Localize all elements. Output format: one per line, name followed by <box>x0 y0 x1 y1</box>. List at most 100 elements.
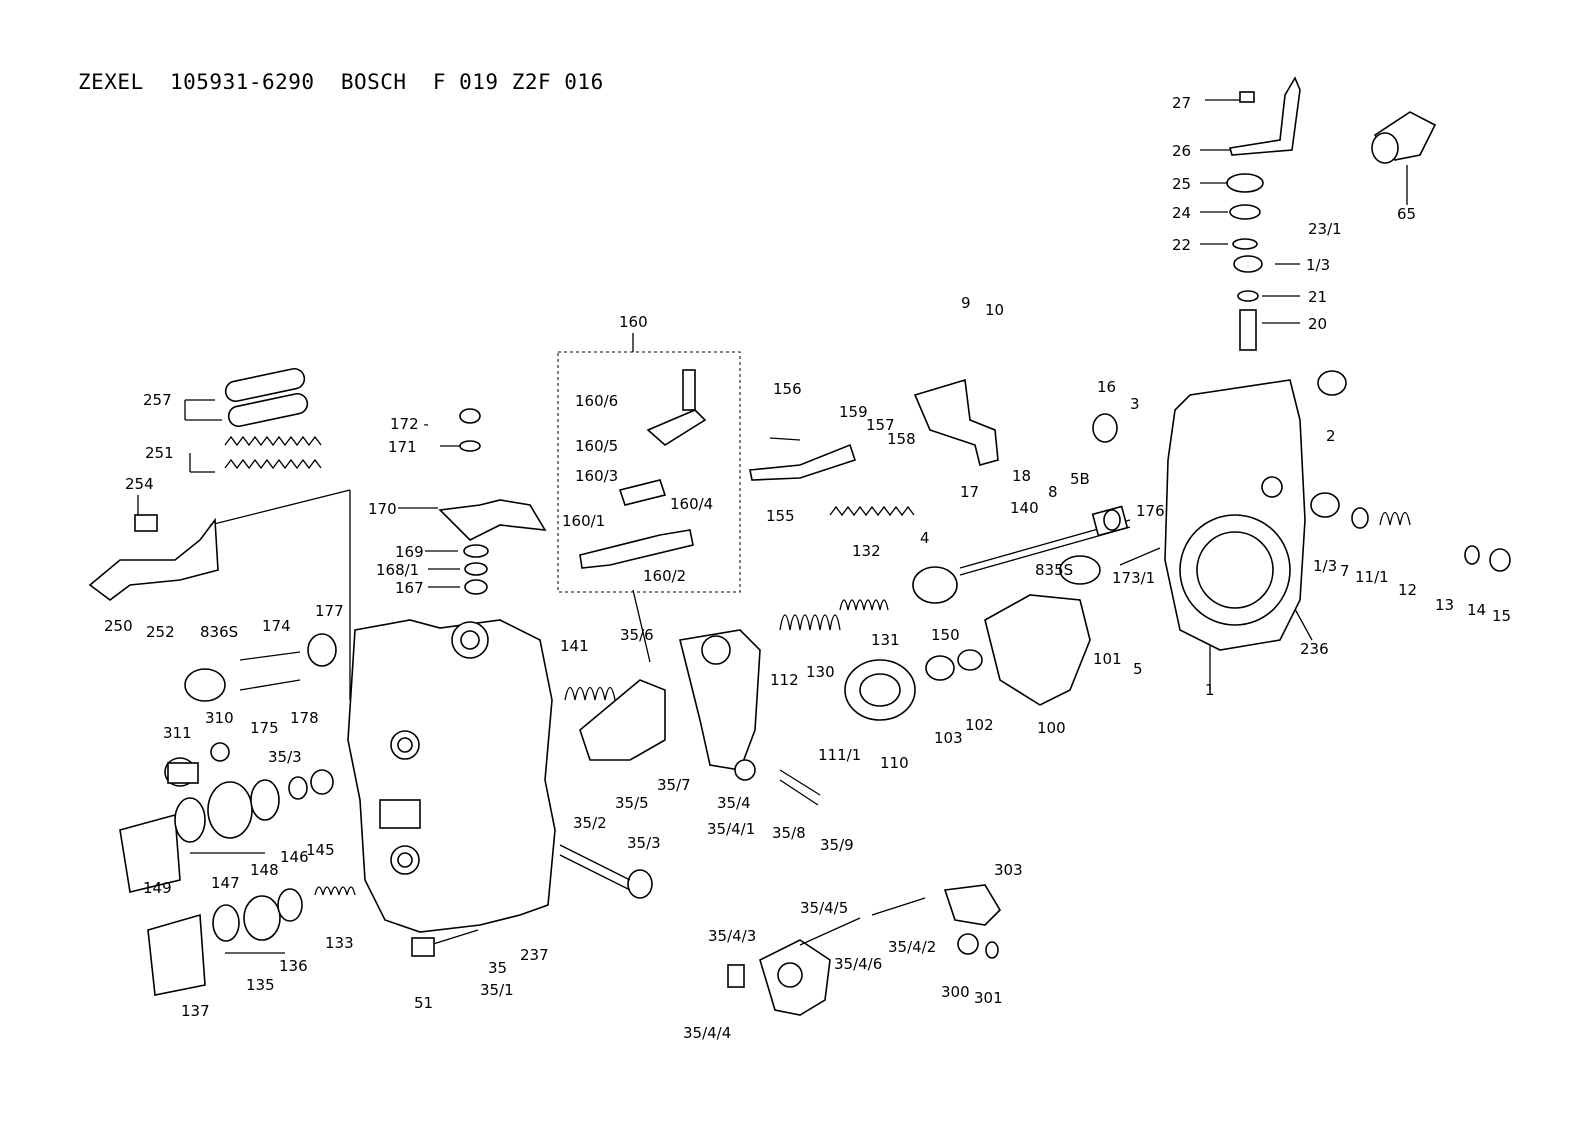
label-35-4-3: 35/4/3 <box>708 927 756 945</box>
label-35: 35 <box>488 959 507 977</box>
leader-lines <box>137 99 1408 954</box>
label-171: 171 <box>388 438 417 456</box>
label-65: 65 <box>1397 205 1416 223</box>
label-158: 158 <box>887 430 916 448</box>
label-100: 100 <box>1037 719 1066 737</box>
label-137: 137 <box>181 1002 210 1020</box>
label-168-1: 168/1 <box>376 561 419 579</box>
label-9: 9 <box>961 294 971 312</box>
label-156: 156 <box>773 380 802 398</box>
label-102: 102 <box>965 716 994 734</box>
label-160-6: 160/6 <box>575 392 618 410</box>
label-7: 7 <box>1340 562 1350 580</box>
fuel-pump-housing <box>347 619 556 933</box>
sleeve-part-65 <box>1371 111 1437 164</box>
label-301: 301 <box>974 989 1003 1007</box>
label-35-4-5: 35/4/5 <box>800 899 848 917</box>
label-149: 149 <box>143 879 172 897</box>
label-178: 178 <box>290 709 319 727</box>
label-157: 157 <box>866 416 895 434</box>
label-24: 24 <box>1172 204 1191 222</box>
label-160-3: 160/3 <box>575 467 618 485</box>
label-147: 147 <box>211 874 240 892</box>
label-51: 51 <box>414 994 433 1012</box>
lever-160-assembly <box>557 351 741 593</box>
label-35-5: 35/5 <box>615 794 649 812</box>
label-236: 236 <box>1300 640 1329 658</box>
label-160-2: 160/2 <box>643 567 686 585</box>
label-35-3b: 35/3 <box>627 834 661 852</box>
label-20: 20 <box>1308 315 1327 333</box>
label-16: 16 <box>1097 378 1116 396</box>
label-155: 155 <box>766 507 795 525</box>
label-133: 133 <box>325 934 354 952</box>
label-101: 101 <box>1093 650 1122 668</box>
label-27: 27 <box>1172 94 1191 112</box>
label-10: 10 <box>985 301 1004 319</box>
bracket-250 <box>88 517 219 601</box>
label-35-1: 35/1 <box>480 981 514 999</box>
label-35-6: 35/6 <box>620 626 654 644</box>
pins-and-bolts <box>134 437 1161 957</box>
label-140: 140 <box>1010 499 1039 517</box>
label-35-4-1: 35/4/1 <box>707 820 755 838</box>
label-35-4-2: 35/4/2 <box>888 938 936 956</box>
label-254: 254 <box>125 475 154 493</box>
label-836S: 836S <box>200 623 238 641</box>
label-174: 174 <box>262 617 291 635</box>
label-14: 14 <box>1467 601 1486 619</box>
lever-170 <box>438 408 547 595</box>
label-22: 22 <box>1172 236 1191 254</box>
label-160-4: 160/4 <box>670 495 713 513</box>
label-311: 311 <box>163 724 192 742</box>
label-300: 300 <box>941 983 970 1001</box>
label-303: 303 <box>994 861 1023 879</box>
bracket-35-5 <box>579 679 666 761</box>
label-131: 131 <box>871 631 900 649</box>
label-167: 167 <box>395 579 424 597</box>
label-175: 175 <box>250 719 279 737</box>
label-12: 12 <box>1398 581 1417 599</box>
mid-shaft-assembly <box>844 505 1131 721</box>
label-159: 159 <box>839 403 868 421</box>
label-8: 8 <box>1048 483 1058 501</box>
label-310: 310 <box>205 709 234 727</box>
label-1: 1 <box>1205 681 1215 699</box>
label-1-3a: 1/3 <box>1306 256 1330 274</box>
label-11-1: 11/1 <box>1355 568 1389 586</box>
label-173-1: 173/1 <box>1112 569 1155 587</box>
label-136: 136 <box>279 957 308 975</box>
lever-35-4 <box>679 629 761 781</box>
label-111-1: 111/1 <box>818 746 861 764</box>
label-237: 237 <box>520 946 549 964</box>
label-35-7: 35/7 <box>657 776 691 794</box>
label-5: 5 <box>1133 660 1143 678</box>
label-146: 146 <box>280 848 309 866</box>
label-251: 251 <box>145 444 174 462</box>
label-160-5: 160/5 <box>575 437 618 455</box>
tubes-257 <box>224 367 309 428</box>
label-4: 4 <box>920 529 930 547</box>
small-parts-35-4 <box>727 884 1002 1016</box>
control-lever-assembly <box>1226 76 1301 351</box>
arm-155 <box>749 443 857 481</box>
label-141: 141 <box>560 637 589 655</box>
label-26: 26 <box>1172 142 1191 160</box>
label-35-2: 35/2 <box>573 814 607 832</box>
label-103: 103 <box>934 729 963 747</box>
label-35-4: 35/4 <box>717 794 751 812</box>
label-177: 177 <box>315 602 344 620</box>
label-35-4-4: 35/4/4 <box>683 1024 731 1042</box>
label-1-3b: 1/3 <box>1313 557 1337 575</box>
label-17: 17 <box>960 483 979 501</box>
label-145: 145 <box>306 841 335 859</box>
label-170: 170 <box>368 500 397 518</box>
label-35-9: 35/9 <box>820 836 854 854</box>
label-176: 176 <box>1136 502 1165 520</box>
callout-labels: 27 26 25 24 22 23/1 1/3 21 20 65 2 16 3 … <box>104 94 1511 1042</box>
label-110: 110 <box>880 754 909 772</box>
label-835S: 835S <box>1035 561 1073 579</box>
label-252: 252 <box>146 623 175 641</box>
label-148: 148 <box>250 861 279 879</box>
